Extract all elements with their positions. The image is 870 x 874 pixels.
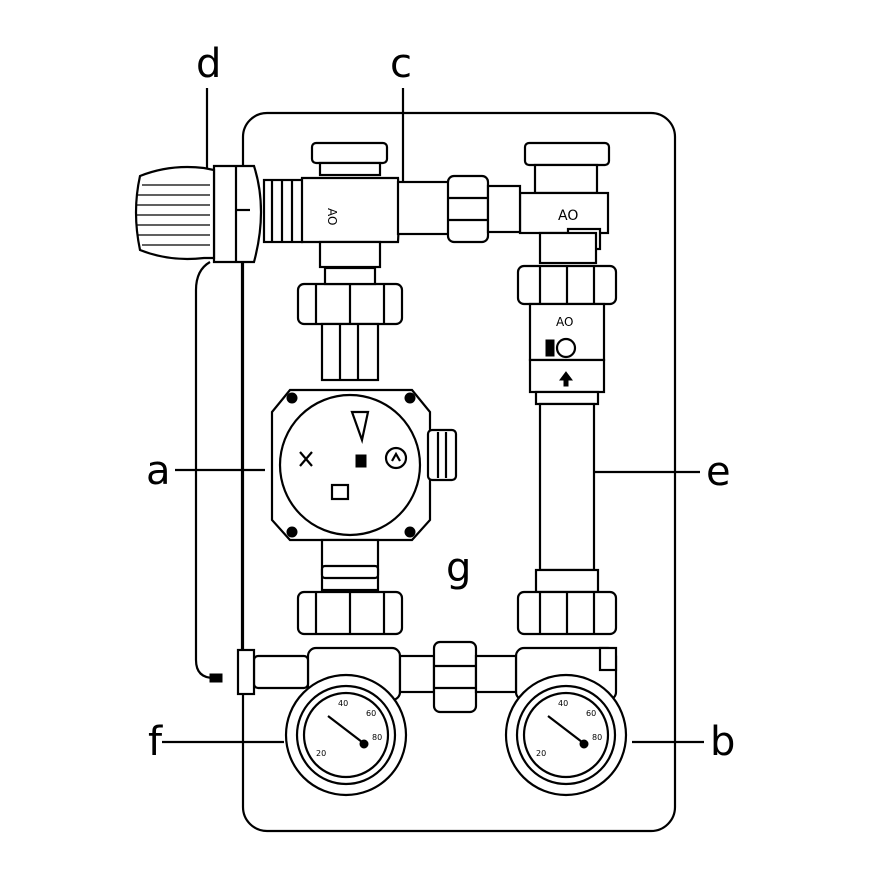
label-c: c [390,41,412,87]
svg-text:60: 60 [366,709,376,718]
bypass-bottom [398,640,618,714]
label-a: a [146,448,171,494]
label-f: f [148,719,163,765]
supply-leg: AO [209,141,458,702]
sensor-pocket [252,654,310,690]
thermostatic-head [134,164,304,264]
svg-text:AO: AO [325,208,339,225]
capillary-tube [194,261,215,680]
return-thermometer: 40 60 80 20 [504,673,628,797]
svg-text:60: 60 [586,709,596,718]
label-b: b [710,719,736,765]
svg-text:80: 80 [592,733,602,742]
label-d: d [196,41,222,87]
label-e: e [706,449,731,495]
label-g: g [446,545,472,591]
svg-text:AO: AO [558,208,578,224]
leader-lines [162,88,704,744]
return-leg: AO AO [514,141,618,702]
svg-text:AO: AO [556,315,573,329]
return-pipe [538,402,596,572]
svg-text:80: 80 [372,733,382,742]
svg-text:40: 40 [338,699,348,708]
svg-text:20: 20 [316,749,326,758]
svg-text:20: 20 [536,749,546,758]
bypass-top [396,174,522,244]
svg-text:40: 40 [558,699,568,708]
supply-thermometer: 40 60 80 20 [284,673,408,797]
